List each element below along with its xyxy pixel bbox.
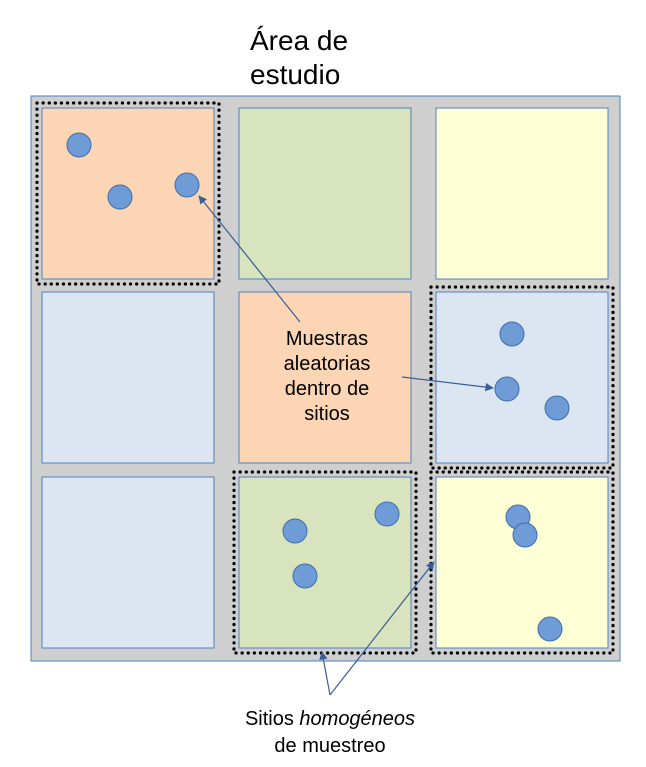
center-label-line-3: dentro de bbox=[285, 378, 370, 400]
arrow-to-site-bottom-right bbox=[329, 561, 435, 696]
sample-point bbox=[374, 501, 400, 527]
arrow-to-site-bottom-center bbox=[319, 651, 331, 696]
site-cell-r1-c2 bbox=[435, 291, 609, 464]
homogeneous-site-outline-r2-c1 bbox=[232, 470, 418, 655]
sample-point bbox=[537, 616, 563, 642]
sample-point bbox=[174, 172, 200, 198]
site-cell-r0-c2 bbox=[435, 107, 609, 280]
title-line-1: Área de bbox=[250, 25, 348, 56]
bottom-label-emphasis: homogéneos bbox=[299, 708, 415, 730]
center-label: Muestras aleatorias dentro de sitios bbox=[284, 328, 371, 425]
site-cell-r2-c0 bbox=[41, 476, 215, 649]
homogeneous-site-outline-r0-c0 bbox=[35, 101, 221, 286]
sample-point bbox=[499, 321, 525, 347]
sample-point bbox=[292, 563, 318, 589]
site-cell-r2-c2 bbox=[435, 476, 609, 649]
arrow-to-sample-middle-right bbox=[401, 376, 494, 392]
site-cells bbox=[41, 107, 609, 649]
title-line-2: estudio bbox=[250, 59, 340, 90]
center-label-line-4: sitios bbox=[304, 403, 350, 425]
bottom-label-line-1: Sitios homogéneos bbox=[245, 708, 415, 730]
pointer-arrows bbox=[198, 195, 494, 696]
site-cell-r1-c0 bbox=[41, 291, 215, 464]
sample-point bbox=[282, 518, 308, 544]
random-samples bbox=[66, 132, 570, 642]
site-cell-r1-c1 bbox=[238, 291, 412, 464]
homogeneous-site-outline-r1-c2 bbox=[429, 285, 615, 470]
sample-point bbox=[107, 184, 133, 210]
sample-point bbox=[494, 376, 520, 402]
sample-point bbox=[512, 522, 538, 548]
center-label-line-1: Muestras bbox=[286, 328, 368, 350]
sample-point bbox=[544, 395, 570, 421]
bottom-label-prefix: Sitios bbox=[245, 708, 299, 730]
center-label-line-2: aleatorias bbox=[284, 353, 371, 375]
arrow-to-sample-top-left bbox=[198, 195, 301, 323]
bottom-label-line-2: de muestreo bbox=[274, 735, 385, 757]
sample-point bbox=[66, 132, 92, 158]
site-cell-r0-c1 bbox=[238, 107, 412, 280]
